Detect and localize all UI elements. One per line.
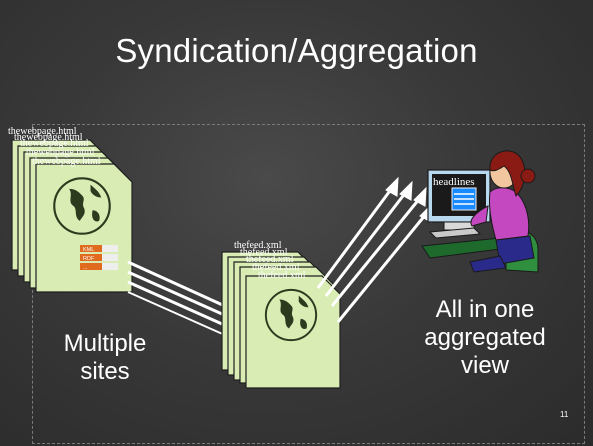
source-label-3: thewebpage.html xyxy=(20,138,89,149)
badge-rdf: RDF xyxy=(83,256,95,262)
person-at-computer-illustration xyxy=(421,150,539,273)
feed-label-4: thefeed.xml xyxy=(252,262,300,273)
slide-title: Syndication/Aggregation xyxy=(115,32,478,69)
feed-stack: thefeed.xml thefeed.xml thefeed.xml thef… xyxy=(221,240,341,389)
badge-more: ... xyxy=(83,265,88,271)
badge-kml: KML xyxy=(83,247,94,253)
caption-multiple-sites: Multiple sites xyxy=(63,330,147,385)
caption-aggregated-view: All in one aggregated view xyxy=(424,296,546,379)
source-label-2: thewebpage.html xyxy=(14,132,83,143)
source-pages-stack: KML RDF ... thewebpage.html thewebpage.h… xyxy=(8,126,133,293)
feed-label-2: thefeed.xml xyxy=(240,247,288,258)
format-badges: KML RDF ... xyxy=(80,245,118,271)
source-label-5: thewebpage.html xyxy=(32,156,101,167)
feed-label-5: thefeed.xml xyxy=(258,270,306,281)
headlines-label: headlines xyxy=(433,176,475,188)
page-number: 11 xyxy=(560,410,569,419)
arrows-to-viewer xyxy=(316,176,433,323)
feed-label-1: thefeed.xml xyxy=(234,240,282,251)
feed-label-3: thefeed.xml xyxy=(246,254,294,265)
source-label-4: thewebpage.html xyxy=(26,147,95,158)
source-label-1: thewebpage.html xyxy=(8,126,77,137)
